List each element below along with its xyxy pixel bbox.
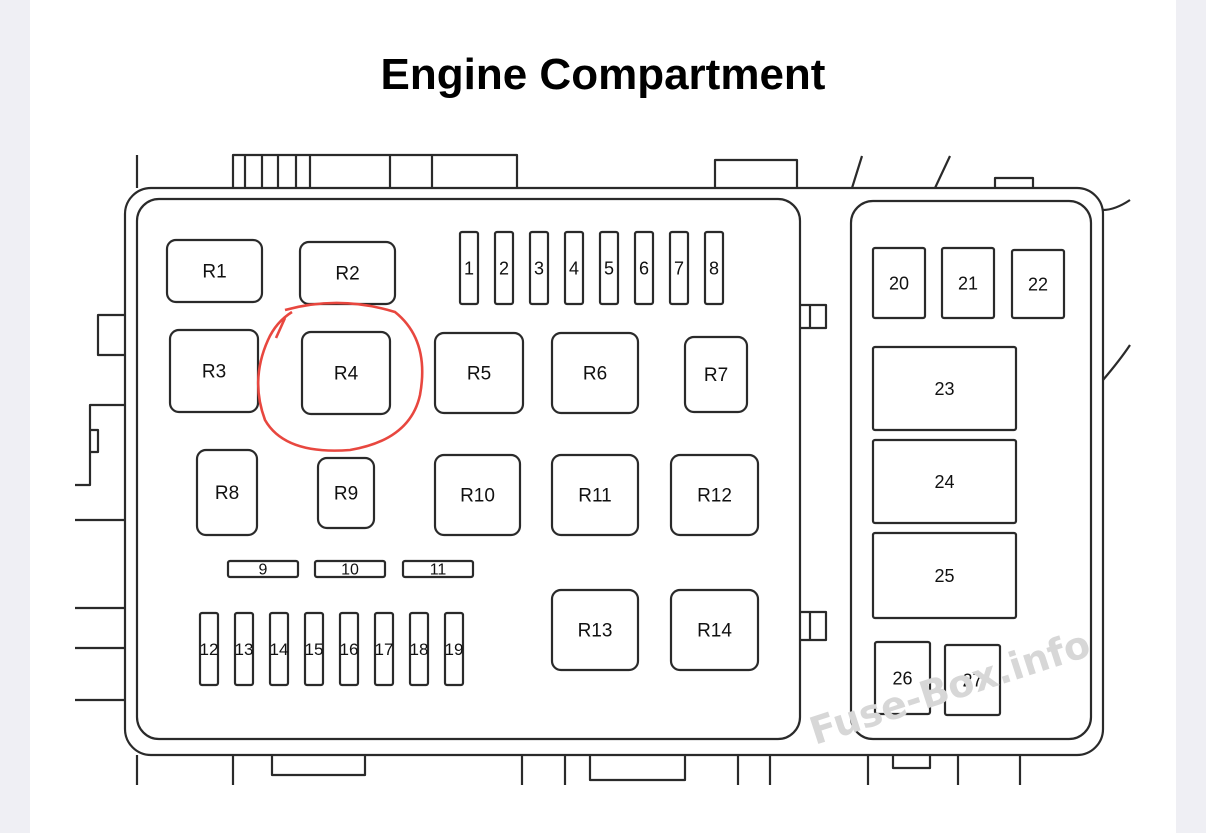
fuse-7-box: [668, 230, 690, 306]
relay-r14-label: R14: [697, 621, 732, 642]
relay-r11-box: [550, 453, 640, 537]
relay-r12-box: [669, 453, 760, 537]
fuse-17-label: 17: [375, 640, 394, 659]
fuse-21-label: 21: [958, 273, 978, 293]
fuse-9-box: [226, 559, 300, 579]
fuse-15-box: [303, 611, 325, 687]
fuse-24-label: 24: [934, 472, 954, 492]
fuse-2-label: 2: [499, 258, 509, 278]
fuse-11-box: [401, 559, 475, 579]
fuse-24-box: [871, 438, 1018, 525]
fuse-22-label: 22: [1028, 274, 1048, 294]
fuse-14-label: 14: [270, 640, 289, 659]
relay-r5-box: [433, 331, 525, 415]
fuse-3-box: [528, 230, 550, 306]
fuse-25-box: [871, 531, 1018, 620]
fuse-18-label: 18: [410, 640, 429, 659]
fuse-19-box: [443, 611, 465, 687]
relay-r13-label: R13: [578, 621, 613, 642]
fuse-6-label: 6: [639, 258, 649, 278]
fuse-13-box: [233, 611, 255, 687]
fuse-4-label: 4: [569, 258, 579, 278]
panel-stub-lower: [800, 610, 828, 642]
left-connectors: [75, 313, 125, 702]
fuse-1-label: 1: [464, 258, 474, 278]
fuse-15-label: 15: [305, 640, 324, 659]
relay-r3-label: R3: [202, 362, 226, 383]
relay-r5-label: R5: [467, 364, 491, 385]
top-connectors: [135, 153, 1131, 212]
fuse-3-label: 3: [534, 258, 544, 278]
relay-r6-label: R6: [583, 364, 607, 385]
relay-r13-box: [550, 588, 640, 672]
relay-r1-label: R1: [202, 262, 226, 283]
fuse-1-box: [458, 230, 480, 306]
relay-r11-label: R11: [578, 486, 611, 507]
relay-r9-box: [316, 456, 376, 530]
main-panel: [135, 197, 802, 741]
relay-r8-label: R8: [215, 483, 239, 504]
fuse-16-box: [338, 611, 360, 687]
relay-r9-label: R9: [334, 484, 358, 505]
fuse-12-box: [198, 611, 220, 687]
fuse-12-label: 12: [200, 640, 219, 659]
housing-outer: [123, 186, 1105, 757]
page-card: [30, 0, 1176, 833]
fuse-27-box: [943, 643, 1002, 717]
fuse-2-box: [493, 230, 515, 306]
right-panel: [849, 199, 1093, 741]
fuse-7-label: 7: [674, 258, 684, 278]
fuse-13-label: 13: [235, 640, 254, 659]
fuse-4-box: [563, 230, 585, 306]
fuse-19-label: 19: [445, 640, 464, 659]
fuse-5-label: 5: [604, 258, 614, 278]
relay-r10-box: [433, 453, 522, 537]
fuse-23-label: 23: [934, 379, 954, 399]
relay-r6-box: [550, 331, 640, 415]
fuse-27-label: 27: [962, 670, 982, 690]
fuse-17-box: [373, 611, 395, 687]
relay-r7-label: R7: [704, 365, 728, 386]
fuse-22-box: [1010, 248, 1066, 320]
fuse-20-box: [871, 246, 927, 320]
fuse-11-label: 11: [430, 562, 447, 579]
relay-r7-box: [683, 335, 749, 414]
fuse-6-box: [633, 230, 655, 306]
panel-stub-upper: [800, 303, 828, 330]
relay-r10-label: R10: [460, 486, 495, 507]
fuse-20-label: 20: [889, 273, 909, 293]
relay-r14-box: [669, 588, 760, 672]
fuse-25-label: 25: [934, 566, 954, 586]
relay-r4-box: [300, 330, 392, 416]
fuse-18-box: [408, 611, 430, 687]
fuse-5-box: [598, 230, 620, 306]
fuse-21-box: [940, 246, 996, 320]
highlight-circle: [256, 301, 424, 452]
fuse-14-box: [268, 611, 290, 687]
relay-r1-box: [165, 238, 264, 304]
right-cable: [1102, 344, 1131, 381]
fuse-8-label: 8: [709, 258, 719, 278]
fuse-26-label: 26: [892, 668, 912, 688]
fuse-8-box: [703, 230, 725, 306]
relay-r2-label: R2: [335, 264, 359, 285]
page-title: Engine Compartment: [380, 50, 826, 99]
fuse-23-box: [871, 345, 1018, 432]
fuse-16-label: 16: [340, 640, 359, 659]
fuse-9-label: 9: [259, 562, 268, 579]
relay-r12-label: R12: [697, 486, 732, 507]
relay-r4-label: R4: [334, 364, 359, 385]
fuse-10-label: 10: [341, 562, 359, 579]
relay-r8-box: [195, 448, 259, 537]
fuse-10-box: [313, 559, 387, 579]
bottom-connectors: [135, 755, 1022, 785]
fuse-26-box: [873, 640, 932, 716]
watermark: Fuse-Box.info: [804, 621, 1095, 753]
